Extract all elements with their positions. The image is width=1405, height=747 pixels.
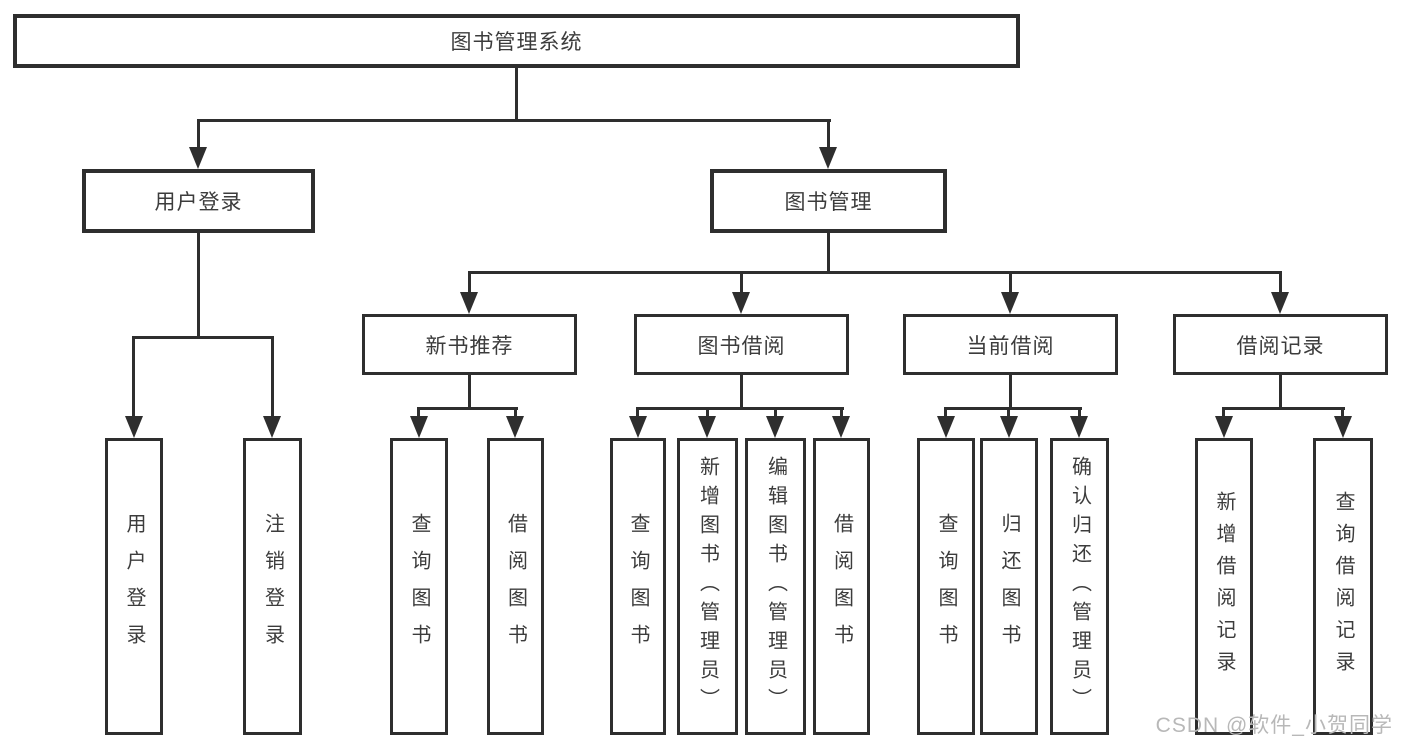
connector-recommend-rail bbox=[417, 407, 518, 410]
node-return-books-label: 归还图书 bbox=[998, 512, 1020, 661]
arrow-down-icon bbox=[629, 416, 647, 438]
arrow-down-icon bbox=[125, 416, 143, 438]
connector-leaf-stem bbox=[1222, 407, 1225, 416]
connector-level1-rail bbox=[197, 119, 831, 122]
node-borrow-books-recommend: 借阅图书 bbox=[487, 438, 544, 735]
arrow-down-icon bbox=[1001, 292, 1019, 314]
connector-group-stem bbox=[1279, 271, 1282, 292]
node-edit-books-admin-label: 编辑图书（管理员） bbox=[764, 456, 787, 717]
connector-leaf-stem bbox=[636, 407, 639, 416]
arrow-down-icon bbox=[1000, 416, 1018, 438]
connector-group-stem bbox=[1009, 271, 1012, 292]
arrow-down-icon bbox=[263, 416, 281, 438]
arrow-down-icon bbox=[832, 416, 850, 438]
arrow-down-icon bbox=[698, 416, 716, 438]
connector-group-down bbox=[468, 375, 471, 409]
connector-user-login-rail bbox=[132, 336, 274, 339]
connector-leaf-stem bbox=[132, 336, 135, 416]
node-borrow-records: 借阅记录 bbox=[1173, 314, 1388, 375]
node-user-login-label: 用户登录 bbox=[123, 512, 145, 661]
node-query-books-current-label: 查询图书 bbox=[935, 512, 957, 661]
connector-leaf-stem bbox=[1007, 407, 1010, 416]
arrow-down-icon bbox=[189, 147, 207, 169]
connector-leaf-stem bbox=[840, 407, 843, 416]
node-edit-books-admin: 编辑图书（管理员） bbox=[745, 438, 806, 735]
connector-leaf-stem bbox=[944, 407, 947, 416]
node-current-borrowing-label: 当前借阅 bbox=[966, 334, 1055, 358]
connector-group-down bbox=[1009, 375, 1012, 409]
node-borrow-books: 借阅图书 bbox=[813, 438, 870, 735]
connector-leaf-stem bbox=[774, 407, 777, 416]
arrow-down-icon bbox=[937, 416, 955, 438]
node-user-login: 用户登录 bbox=[105, 438, 163, 735]
arrow-down-icon bbox=[732, 292, 750, 314]
node-user-login-branch: 用户登录 bbox=[82, 169, 315, 233]
arrow-down-icon bbox=[460, 292, 478, 314]
connector-group-down bbox=[740, 375, 743, 409]
node-query-books-borrowing-label: 查询图书 bbox=[627, 512, 649, 661]
connector-leaf-stem bbox=[1341, 407, 1344, 416]
node-add-borrow-record-label: 新增借阅记录 bbox=[1213, 490, 1235, 683]
node-book-management-label: 图书管理 bbox=[784, 191, 873, 214]
connector-book-mgmt-stem bbox=[827, 119, 830, 147]
node-book-borrowing: 图书借阅 bbox=[634, 314, 849, 375]
connector-leaf-stem bbox=[514, 407, 517, 416]
node-user-login-branch-label: 用户登录 bbox=[154, 191, 243, 214]
node-book-management: 图书管理 bbox=[710, 169, 947, 233]
connector-records-rail bbox=[1222, 407, 1345, 410]
connector-current-rail bbox=[944, 407, 1082, 410]
arrow-down-icon bbox=[819, 147, 837, 169]
connector-user-login-down bbox=[197, 233, 200, 338]
arrow-down-icon bbox=[766, 416, 784, 438]
node-logout-label: 注销登录 bbox=[261, 512, 284, 661]
connector-group-stem bbox=[740, 271, 743, 292]
node-confirm-return-admin: 确认归还（管理员） bbox=[1050, 438, 1109, 735]
connector-level2-rail bbox=[468, 271, 1282, 274]
node-query-books-recommend: 查询图书 bbox=[390, 438, 448, 735]
connector-leaf-stem bbox=[417, 407, 420, 416]
node-add-books-admin: 新增图书（管理员） bbox=[677, 438, 738, 735]
node-query-books-current: 查询图书 bbox=[917, 438, 975, 735]
node-new-book-recommend-label: 新书推荐 bbox=[425, 334, 514, 358]
arrow-down-icon bbox=[506, 416, 524, 438]
arrow-down-icon bbox=[1070, 416, 1088, 438]
node-return-books: 归还图书 bbox=[980, 438, 1038, 735]
connector-leaf-stem bbox=[1078, 407, 1081, 416]
connector-borrowing-rail bbox=[636, 407, 844, 410]
node-borrow-books-recommend-label: 借阅图书 bbox=[504, 512, 527, 661]
connector-group-down bbox=[1279, 375, 1282, 409]
node-query-borrow-record-label: 查询借阅记录 bbox=[1332, 490, 1354, 683]
arrow-down-icon bbox=[1215, 416, 1233, 438]
node-library-system: 图书管理系统 bbox=[13, 14, 1020, 68]
node-add-books-admin-label: 新增图书（管理员） bbox=[696, 456, 719, 717]
node-add-borrow-record: 新增借阅记录 bbox=[1195, 438, 1253, 735]
node-query-books-recommend-label: 查询图书 bbox=[408, 512, 430, 661]
node-logout: 注销登录 bbox=[243, 438, 302, 735]
connector-user-login-stem bbox=[197, 119, 200, 147]
connector-group-stem bbox=[468, 271, 471, 292]
csdn-watermark: CSDN @软件_小贺同学 bbox=[1155, 714, 1393, 737]
node-library-system-label: 图书管理系统 bbox=[450, 31, 583, 54]
arrow-down-icon bbox=[410, 416, 428, 438]
connector-leaf-stem bbox=[706, 407, 709, 416]
node-query-books-borrowing: 查询图书 bbox=[610, 438, 666, 735]
node-query-borrow-record: 查询借阅记录 bbox=[1313, 438, 1373, 735]
node-borrow-records-label: 借阅记录 bbox=[1236, 334, 1325, 358]
node-current-borrowing: 当前借阅 bbox=[903, 314, 1118, 375]
connector-book-mgmt-down bbox=[827, 233, 830, 274]
node-book-borrowing-label: 图书借阅 bbox=[697, 334, 786, 358]
node-confirm-return-admin-label: 确认归还（管理员） bbox=[1068, 456, 1091, 717]
node-borrow-books-label: 借阅图书 bbox=[830, 512, 853, 661]
connector-root-stem bbox=[515, 68, 518, 119]
arrow-down-icon bbox=[1271, 292, 1289, 314]
arrow-down-icon bbox=[1334, 416, 1352, 438]
connector-leaf-stem bbox=[271, 336, 274, 416]
node-new-book-recommend: 新书推荐 bbox=[362, 314, 577, 375]
